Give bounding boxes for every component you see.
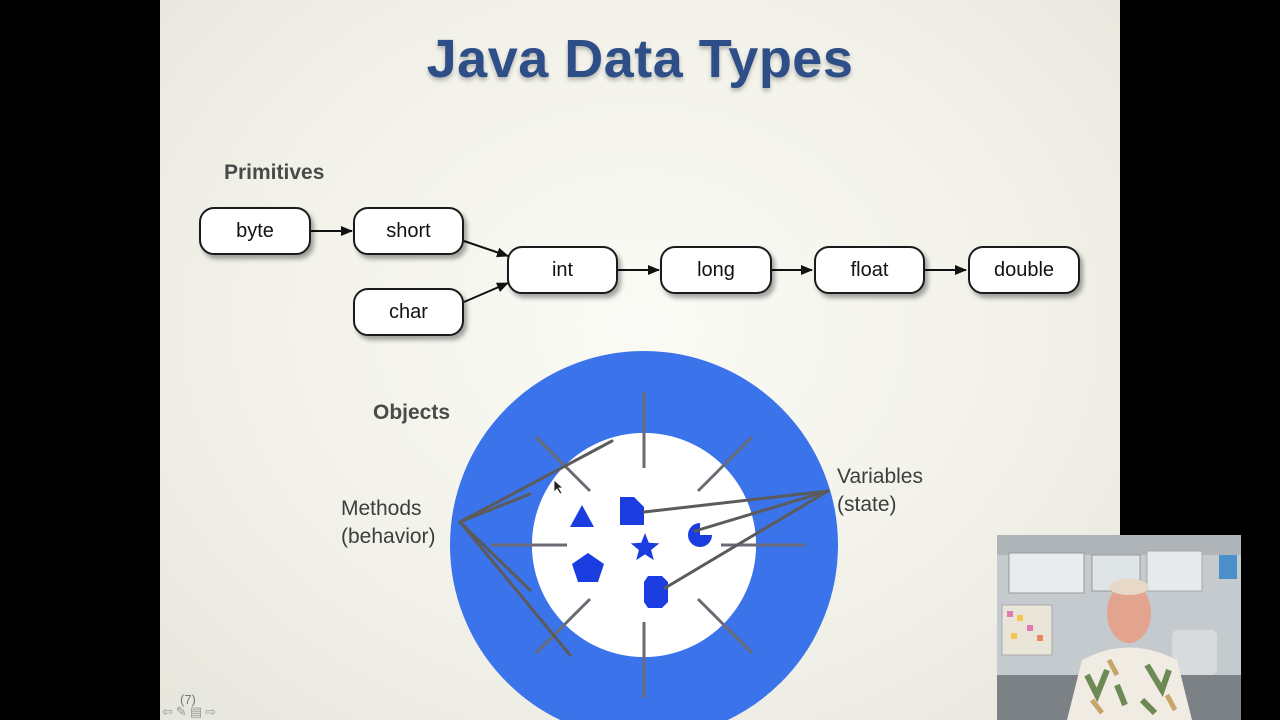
star-shape <box>630 533 660 561</box>
node-short: short <box>353 207 464 255</box>
behavior-label: (behavior) <box>341 525 436 548</box>
slide: Java Data Types Primitives Objects <box>160 0 1120 720</box>
pentagon-shape <box>572 553 604 582</box>
primitives-label: Primitives <box>224 161 325 184</box>
pen-tool-icon[interactable]: ✎ <box>175 704 187 719</box>
methods-callout: Methods (behavior) <box>341 495 436 551</box>
node-double: double <box>968 246 1080 294</box>
presenter-webcam <box>997 535 1241 720</box>
diagram-canvas <box>311 226 967 720</box>
node-float: float <box>814 246 925 294</box>
arrow-short-int <box>463 240 509 258</box>
previous-slide-icon[interactable]: ⇦ <box>162 704 173 719</box>
slide-menu-icon[interactable]: ▤ <box>189 704 203 719</box>
octagon-shape <box>644 576 668 608</box>
slide-navigation: ⇦ ✎ ▤ ⇨ <box>162 704 216 720</box>
square-shape <box>620 497 644 525</box>
arrow-char-int <box>463 282 509 303</box>
mouse-cursor-icon <box>553 479 565 495</box>
variables-callout: Variables (state) <box>837 463 923 519</box>
node-long: long <box>660 246 772 294</box>
methods-label: Methods <box>341 497 422 520</box>
objects-label: Objects <box>373 401 451 424</box>
triangle-shape <box>570 505 594 527</box>
node-char: char <box>353 288 464 336</box>
variables-callout-lines <box>642 489 830 590</box>
presenter-video-frame <box>997 535 1241 720</box>
slide-number: (7) <box>180 692 196 707</box>
next-slide-icon[interactable]: ⇨ <box>205 704 217 719</box>
node-byte: byte <box>199 207 311 255</box>
variables-label: Variables <box>837 465 923 488</box>
state-label: (state) <box>837 493 897 516</box>
slide-title: Java Data Types <box>426 29 854 89</box>
pacman-shape <box>688 523 712 547</box>
node-int: int <box>507 246 618 294</box>
methods-callout-lines <box>458 439 614 657</box>
